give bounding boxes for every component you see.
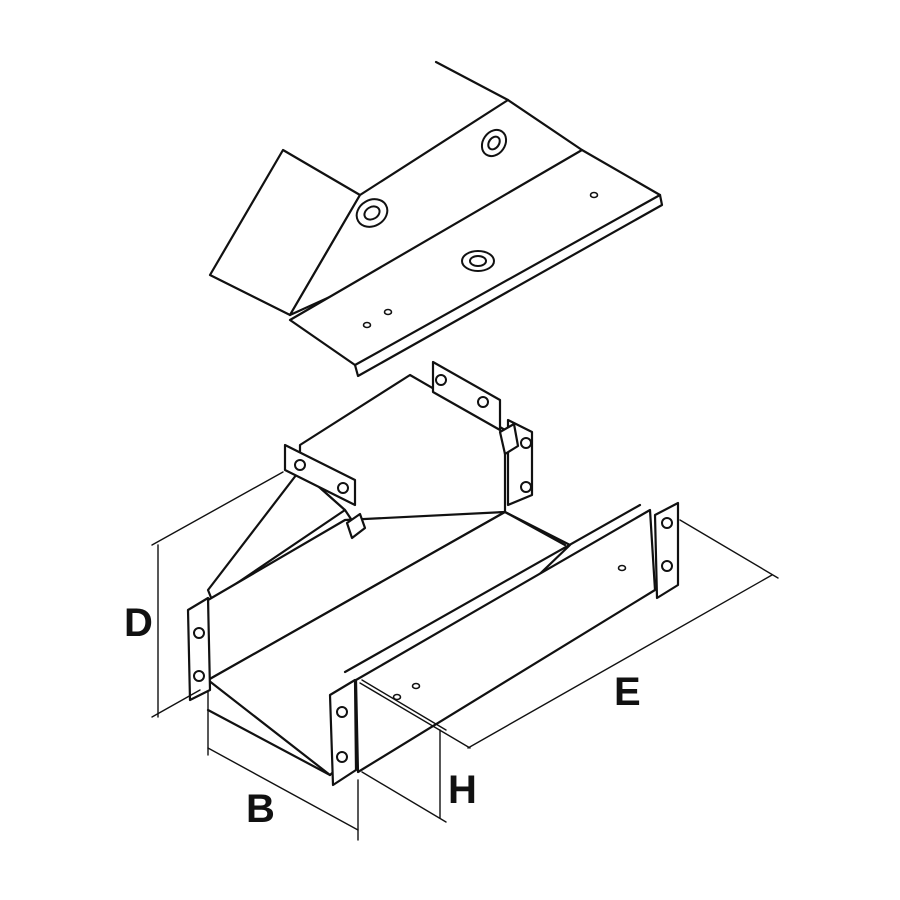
- bolt-12: [661, 560, 673, 572]
- dim-d-extension-top: [151, 471, 284, 546]
- dim-d-extension-bottom: [151, 689, 201, 718]
- bolt-11: [661, 517, 673, 529]
- left-flange: [186, 596, 212, 702]
- right-flange: [653, 501, 680, 600]
- dim-h-extension-top: [361, 679, 447, 731]
- bolt-3: [435, 374, 447, 386]
- dimension-label-b: B: [246, 787, 275, 831]
- cover-boss-1: [355, 198, 389, 228]
- bolt-10: [336, 751, 348, 763]
- cover-hole-3: [362, 321, 372, 329]
- bolt-2: [337, 482, 349, 494]
- cover-boss-3: [461, 250, 495, 272]
- branch-flange-right: [431, 360, 502, 432]
- front-wall: [354, 508, 657, 774]
- cover: [208, 60, 664, 378]
- floor-front-edge: [206, 708, 332, 777]
- bolt-7: [193, 627, 205, 639]
- bolt-9: [336, 706, 348, 718]
- cover-hole-1: [589, 191, 599, 199]
- dim-e-extension-left: [359, 682, 471, 749]
- dimension-lines: [151, 471, 779, 841]
- dimension-label-e: E: [614, 670, 641, 714]
- cover-hole-2: [383, 308, 393, 316]
- bolt-8: [193, 670, 205, 682]
- bolt-1: [294, 459, 306, 471]
- dim-e-extension-right: [679, 519, 779, 579]
- floor-rear-edge: [503, 510, 567, 547]
- front-wall-hole-1: [392, 693, 402, 701]
- cover-back-edge: [434, 60, 510, 102]
- front-wall-top-edge: [343, 503, 642, 674]
- bolt-5: [520, 437, 532, 449]
- dimension-label-h: H: [448, 768, 477, 812]
- back-flange-tab: [498, 422, 520, 456]
- cover-front-lip: [353, 193, 664, 378]
- front-wall-hole-3: [617, 564, 627, 572]
- dim-b-line: [207, 747, 359, 831]
- dim-e-line: [467, 574, 773, 749]
- dimension-label-d: D: [124, 601, 153, 645]
- cover-boss-2: [480, 128, 508, 158]
- front-flange-left: [328, 678, 358, 787]
- bolt-6: [520, 481, 532, 493]
- dim-h-extension-bottom: [361, 771, 447, 823]
- cover-fold-line: [507, 99, 583, 151]
- branch-flange-tab: [345, 512, 367, 540]
- front-wall-hole-2: [411, 682, 421, 690]
- bolt-4: [477, 396, 489, 408]
- tee-body: [186, 360, 680, 787]
